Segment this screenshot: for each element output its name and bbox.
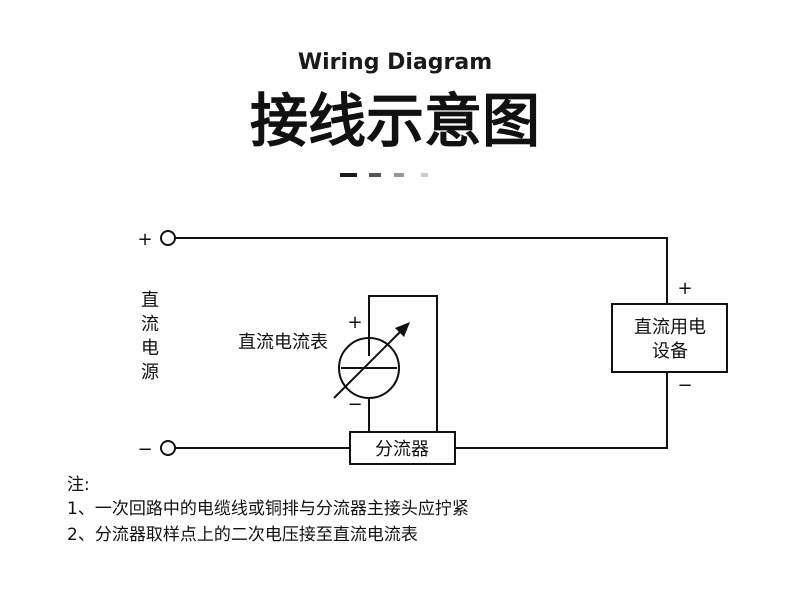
shunt-box — [349, 431, 456, 465]
source-label-char-1: 直 — [141, 290, 159, 311]
title-chinese: 接线示意图 — [250, 87, 540, 155]
negative-wire-right — [455, 372, 668, 449]
source-label-char-2: 流 — [141, 314, 159, 335]
ammeter-arrow-shaft — [333, 327, 405, 399]
divider-dash-2 — [369, 173, 381, 177]
ammeter-plus-sign: + — [347, 312, 362, 333]
device-minus-sign: − — [677, 375, 692, 396]
source-label: 直 流 电 源 — [141, 290, 159, 383]
divider-dash-3 — [394, 173, 404, 177]
note-item-2: 2、分流器取样点上的二次电压接至直流电流表 — [67, 525, 418, 545]
device-label-line-2: 设备 — [652, 341, 688, 362]
ammeter-dial — [338, 337, 400, 399]
divider-dash-4 — [421, 173, 428, 177]
source-minus-sign: − — [137, 439, 152, 460]
title-divider — [340, 173, 428, 177]
ammeter-label: 直流电流表 — [238, 332, 328, 353]
source-label-char-3: 电 — [141, 338, 159, 359]
source-negative-terminal — [160, 440, 176, 456]
divider-dash-1 — [340, 173, 357, 177]
device-plus-sign: + — [677, 278, 692, 299]
positive-wire — [175, 237, 668, 304]
device-label-line-1: 直流用电 — [634, 317, 706, 338]
ammeter-minus-sign: − — [347, 394, 362, 415]
notes-heading: 注: — [67, 475, 90, 495]
title-english: Wiring Diagram — [298, 50, 492, 75]
note-item-1: 1、一次回路中的电缆线或铜排与分流器主接头应拧紧 — [67, 499, 469, 519]
ammeter-symbol — [333, 322, 410, 399]
device-box — [611, 303, 728, 373]
source-label-char-4: 源 — [141, 362, 159, 383]
ammeter-arrow-icon — [395, 322, 410, 337]
source-positive-terminal — [160, 230, 176, 246]
ammeter-top-lead — [368, 295, 438, 432]
source-plus-sign: + — [137, 229, 152, 250]
shunt-label: 分流器 — [375, 439, 429, 460]
